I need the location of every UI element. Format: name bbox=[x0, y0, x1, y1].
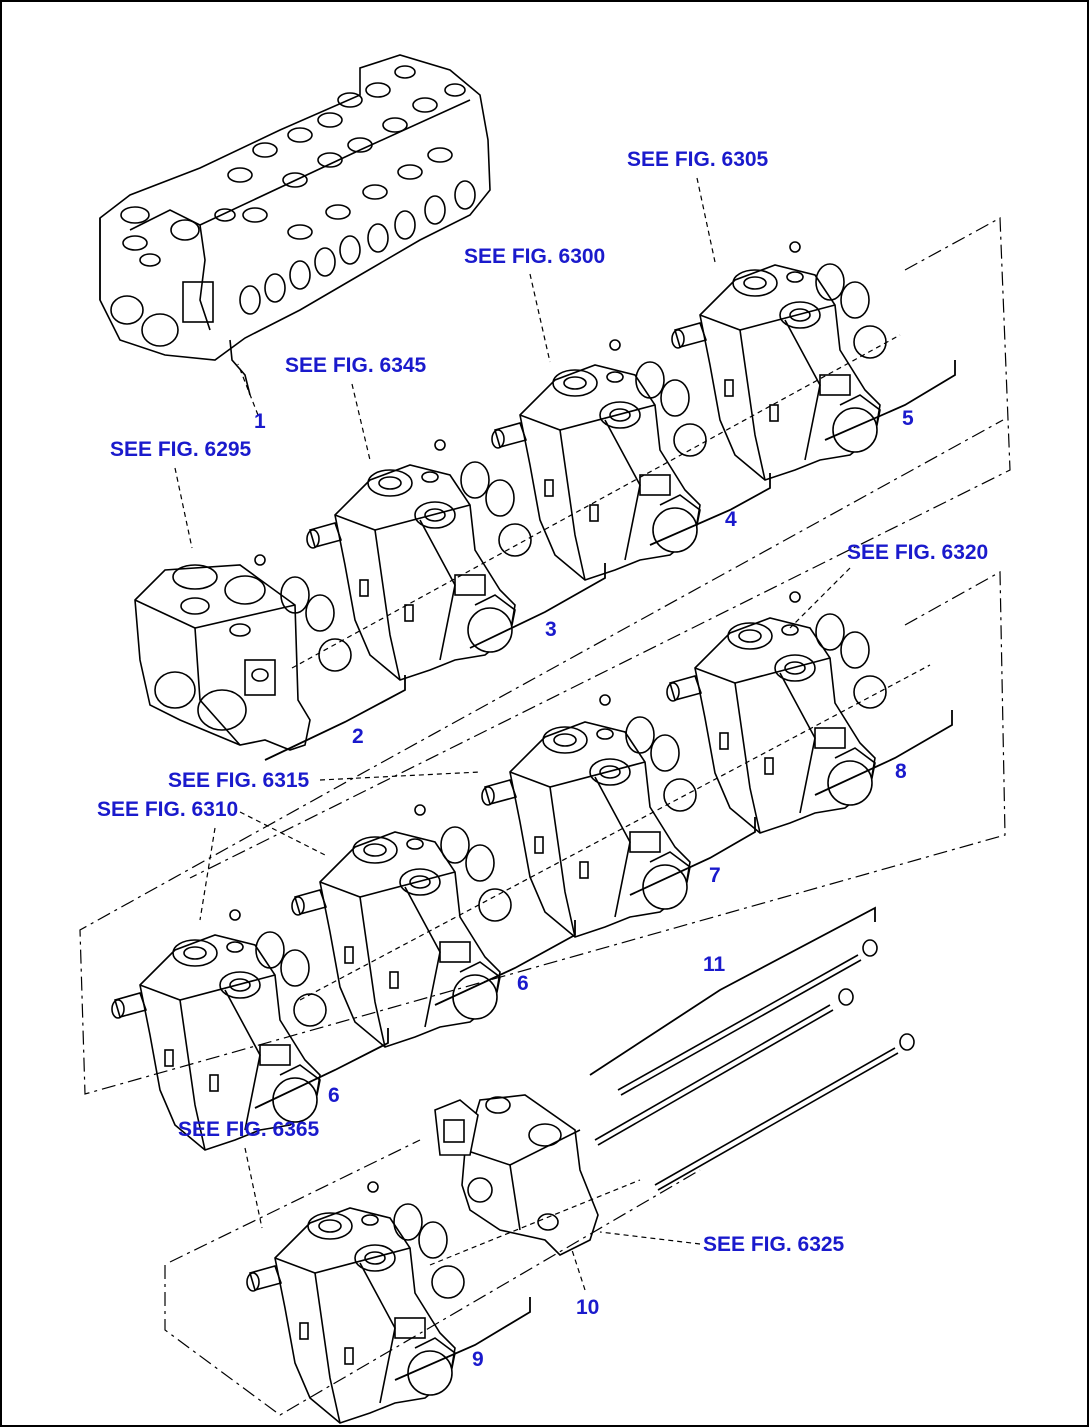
item-number-5: 5 bbox=[902, 407, 914, 430]
ref-fig-6300[interactable]: SEE FIG. 6300 bbox=[464, 245, 605, 268]
item-number-6-upper: 6 bbox=[517, 972, 529, 995]
ref-fig-6295[interactable]: SEE FIG. 6295 bbox=[110, 438, 252, 461]
ref-fig-6305[interactable]: SEE FIG. 6305 bbox=[627, 148, 769, 171]
ref-fig-6320[interactable]: SEE FIG. 6320 bbox=[847, 541, 988, 564]
axis-lines bbox=[291, 334, 931, 1266]
reference-leaders bbox=[174, 177, 851, 1291]
ref-fig-6315[interactable]: SEE FIG. 6315 bbox=[168, 769, 310, 792]
valve-section-9 bbox=[246, 1181, 465, 1424]
ref-fig-6345[interactable]: SEE FIG. 6345 bbox=[285, 354, 427, 377]
item-number-3: 3 bbox=[545, 618, 557, 641]
item-brackets bbox=[254, 360, 956, 1381]
ref-fig-6365[interactable]: SEE FIG. 6365 bbox=[178, 1118, 320, 1141]
ref-fig-6310[interactable]: SEE FIG. 6310 bbox=[97, 798, 238, 821]
item-number-7: 7 bbox=[709, 864, 721, 887]
item-number-8: 8 bbox=[895, 760, 907, 783]
valve-section-7 bbox=[481, 694, 697, 938]
ref-fig-6325[interactable]: SEE FIG. 6325 bbox=[703, 1233, 845, 1256]
item-number-9: 9 bbox=[472, 1348, 484, 1371]
inlet-section bbox=[134, 564, 311, 751]
item-number-4: 4 bbox=[725, 508, 737, 531]
valve-section-6-upper bbox=[291, 804, 512, 1048]
item-number-6-lower: 6 bbox=[328, 1084, 340, 1107]
valve-section-8 bbox=[666, 591, 887, 834]
item-number-2: 2 bbox=[352, 725, 364, 748]
valve-section-4 bbox=[491, 339, 707, 581]
item-number-1: 1 bbox=[254, 410, 266, 433]
item-number-11: 11 bbox=[703, 953, 726, 976]
outlet-section bbox=[434, 1094, 599, 1256]
control-valve-assembly bbox=[99, 54, 491, 396]
valve-section-6-lower bbox=[111, 909, 327, 1151]
boundary-lines bbox=[79, 217, 1011, 1416]
valve-section-5 bbox=[671, 241, 887, 481]
tie-bolts bbox=[594, 939, 915, 1191]
item-number-10: 10 bbox=[576, 1296, 599, 1319]
